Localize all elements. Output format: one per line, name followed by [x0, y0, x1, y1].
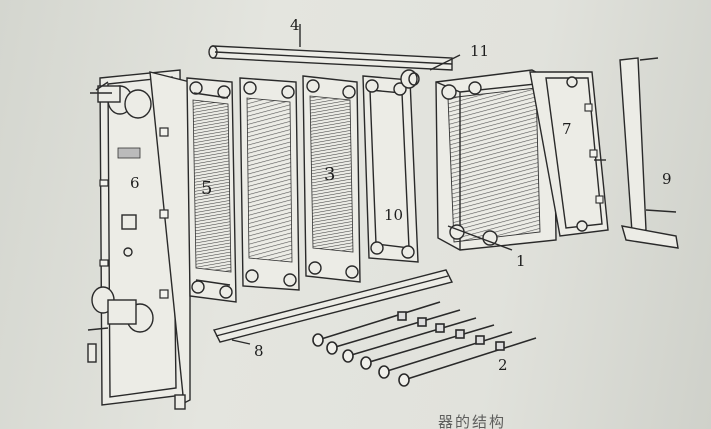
frame-plate [87, 69, 191, 410]
caption: 器的结构 [438, 413, 507, 429]
pressure-plate-7 [529, 71, 609, 237]
label-frame-plate: 6 [130, 174, 140, 192]
label-plate-3: 3 [324, 164, 336, 185]
frame-port-top [90, 85, 152, 119]
label-support-column: 9 [662, 170, 672, 188]
support-column-9 [619, 57, 679, 249]
label-plate-5: 5 [201, 178, 213, 199]
label-carrying-bar: 4 [290, 16, 300, 34]
heat-transfer-plate-5 [186, 77, 237, 303]
label-guide-bar: 8 [254, 342, 264, 360]
carrying-bar-top [208, 24, 453, 71]
connection-11 [400, 54, 461, 89]
label-plate-pack: 1 [516, 252, 526, 270]
guide-bar-bottom-8 [212, 269, 454, 345]
gasket-plate-10 [362, 75, 419, 263]
plate-pack-1 [435, 69, 557, 251]
heat-transfer-plate-3 [302, 75, 361, 283]
frame-port-bottom [87, 286, 154, 333]
label-connection: 11 [470, 42, 490, 60]
label-pressure-plate: 7 [562, 120, 572, 138]
tightening-bolts-2 [312, 301, 537, 387]
label-gasket-plate: 10 [384, 206, 404, 224]
label-tightening-bolts: 2 [498, 356, 508, 374]
heat-transfer-plate-middle [239, 77, 300, 291]
